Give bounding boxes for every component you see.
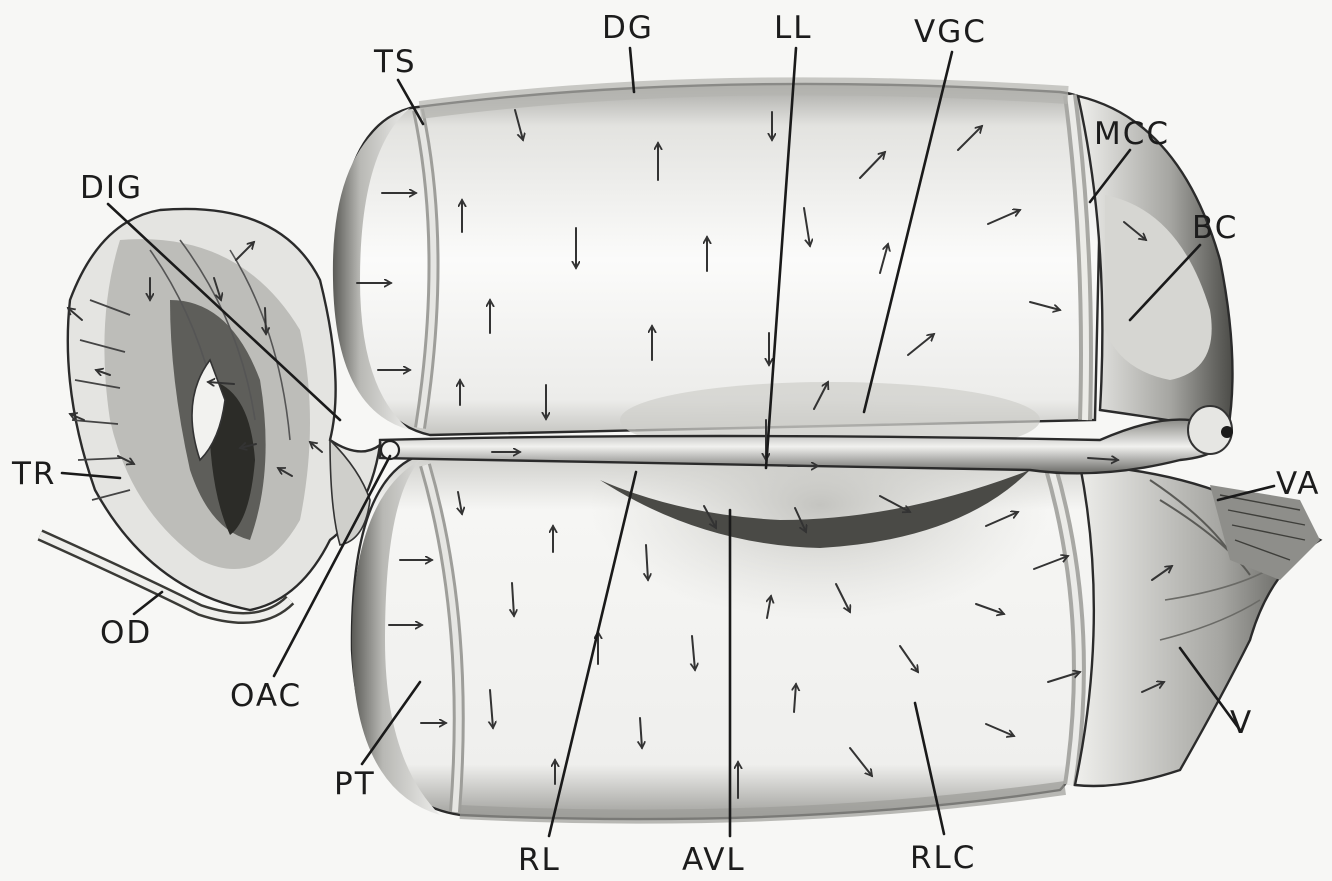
label-ll: LL (774, 10, 813, 46)
leader-od (134, 592, 162, 614)
label-va: VA (1276, 466, 1320, 502)
label-rlc: RLC (910, 840, 976, 876)
upper-chamber (339, 84, 1109, 435)
label-bc: BC (1192, 210, 1238, 246)
label-pt: PT (334, 766, 376, 802)
label-oac: OAC (230, 678, 302, 714)
label-od: OD (100, 615, 152, 651)
label-dig: DIG (80, 170, 143, 206)
label-avl: AVL (682, 842, 746, 878)
label-dg: DG (602, 10, 654, 46)
label-rl: RL (518, 842, 561, 878)
label-tr: TR (11, 456, 56, 492)
label-vgc: VGC (914, 14, 987, 50)
label-ts: TS (373, 44, 417, 80)
label-mcc: MCC (1094, 116, 1170, 152)
label-v: V (1230, 705, 1253, 741)
